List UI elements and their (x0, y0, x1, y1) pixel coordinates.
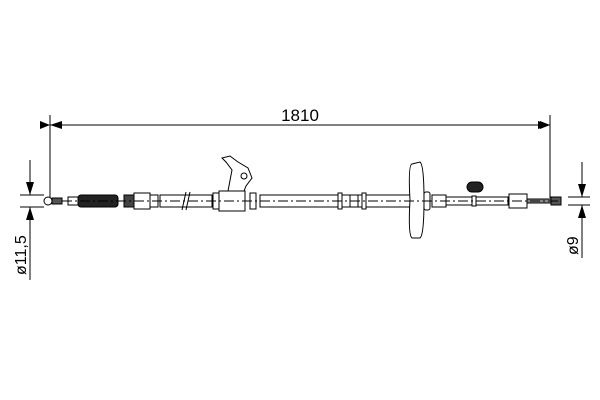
length-dimension: 1810 (40, 106, 551, 198)
mounting-bracket (221, 155, 253, 192)
grommet (408, 161, 425, 239)
clip (466, 181, 484, 193)
brake-cable (43, 155, 562, 239)
right-diameter-dimension: ø9 (565, 162, 590, 258)
length-label: 1810 (281, 106, 319, 125)
right-diameter-label: ø9 (565, 236, 582, 255)
left-diameter-label: ø11,5 (13, 235, 30, 275)
left-diameter-dimension: ø11,5 (13, 160, 44, 280)
left-end-nipple (43, 196, 53, 206)
